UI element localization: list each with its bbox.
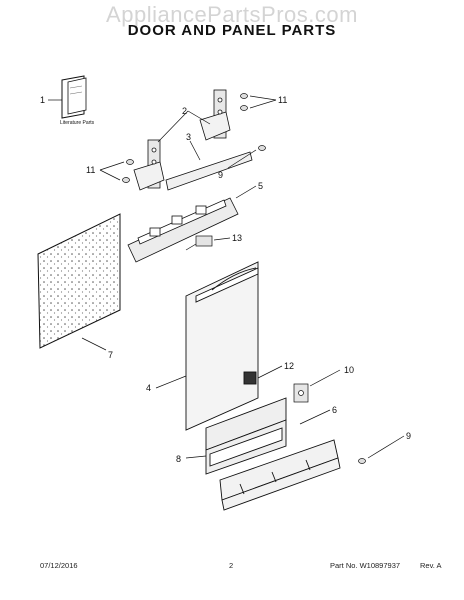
callout-4: 4 [146,383,151,393]
leader-11b [249,99,277,109]
screw-9-top [258,145,266,151]
footer-page: 2 [229,561,234,570]
footer-part-no: Part No. W10897937 [330,561,401,570]
callout-13: 13 [232,233,242,243]
watermark: AppliancePartsPros.com [106,2,358,27]
leader-7 [81,337,107,351]
leader-9b [367,435,405,459]
leader-5 [235,185,257,199]
literature-parts-icon [61,75,87,119]
leader-12 [257,365,283,379]
control-assembly [127,197,239,263]
leader-10 [309,369,341,387]
vent-12 [243,371,257,385]
leader-2a [187,110,211,125]
hinge-right [199,89,231,141]
insulation-panel [37,213,121,349]
screw-group-right [240,93,248,111]
page-title: DOOR AND PANEL PARTS [127,22,337,39]
callout-12: 12 [284,361,294,371]
callout-8: 8 [176,454,181,464]
callout-2: 2 [182,106,187,116]
leader-2b [157,110,189,143]
clip-10 [293,383,309,403]
callout-10: 10 [344,365,354,375]
leader-3 [189,140,201,161]
handle-8 [205,397,287,475]
leader-6 [299,409,331,425]
leader-9a [227,149,257,169]
callout-9-top: 9 [218,170,223,180]
screw-group-left [122,159,134,183]
callout-3: 3 [186,132,191,142]
inner-door [185,261,259,431]
leader-11d [99,169,121,181]
footer-date: 07/12/2016 [40,561,78,570]
callout-9-bottom: 9 [406,431,411,441]
door-rail [165,151,253,191]
console-panel-6 [219,439,341,511]
literature-label: Literature Parts [60,120,95,126]
callout-6: 6 [332,405,337,415]
leader-11a [249,95,277,101]
leader-4 [155,375,187,389]
hinge-left [133,139,165,191]
leader-8 [185,455,207,459]
callout-1: 1 [40,95,45,105]
callout-11-left: 11 [86,165,95,175]
leader-13 [213,237,231,241]
screw-9-bottom [358,458,366,464]
leader-11c [99,161,125,171]
footer-rev: Rev. A [420,561,442,570]
callout-7: 7 [108,350,113,360]
connector-13 [185,235,213,251]
callout-5: 5 [258,181,263,191]
callout-11-right: 11 [278,95,287,105]
